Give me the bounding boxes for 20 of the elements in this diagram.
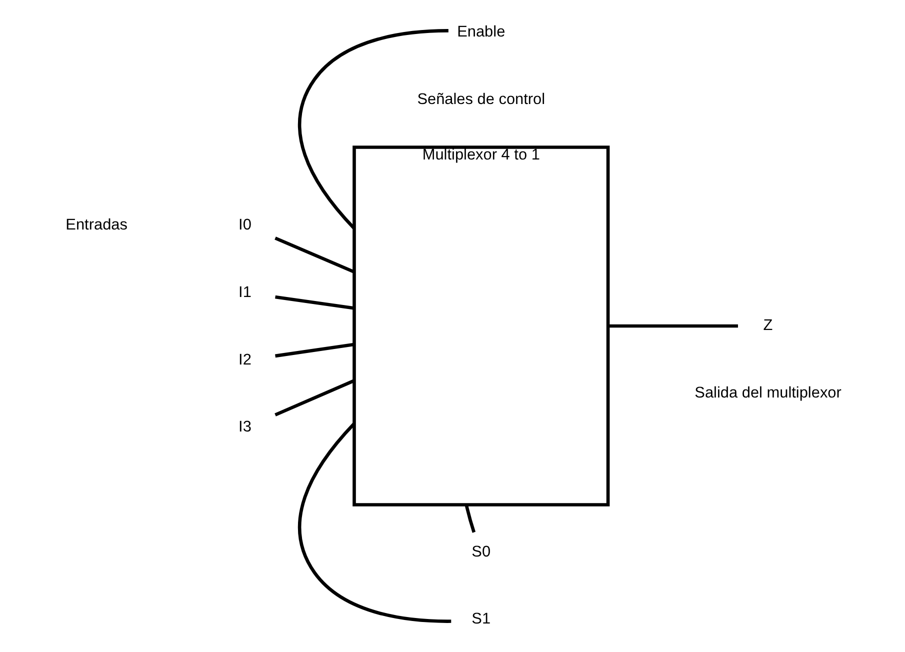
node-text: I2 [238,351,251,368]
node-box: Multiplexor 4 to 1 [352,146,610,506]
connector [274,295,354,310]
node-text: I3 [238,418,251,436]
node-text: I0 [238,216,251,234]
label: Salida del multiplexor [694,384,841,402]
node-text: Enable [456,24,505,41]
label: Entradas [65,216,127,234]
node-text: S0 [471,543,490,560]
node-text: S1 [471,610,490,628]
connector [298,29,448,230]
connector [274,379,354,416]
connector [464,504,476,533]
connector [274,236,354,274]
label: Señales de control [416,90,545,108]
connector [298,422,451,623]
connector [608,324,738,328]
connector [274,342,354,358]
node-text: I1 [238,284,251,301]
node-text: Z [762,317,772,334]
